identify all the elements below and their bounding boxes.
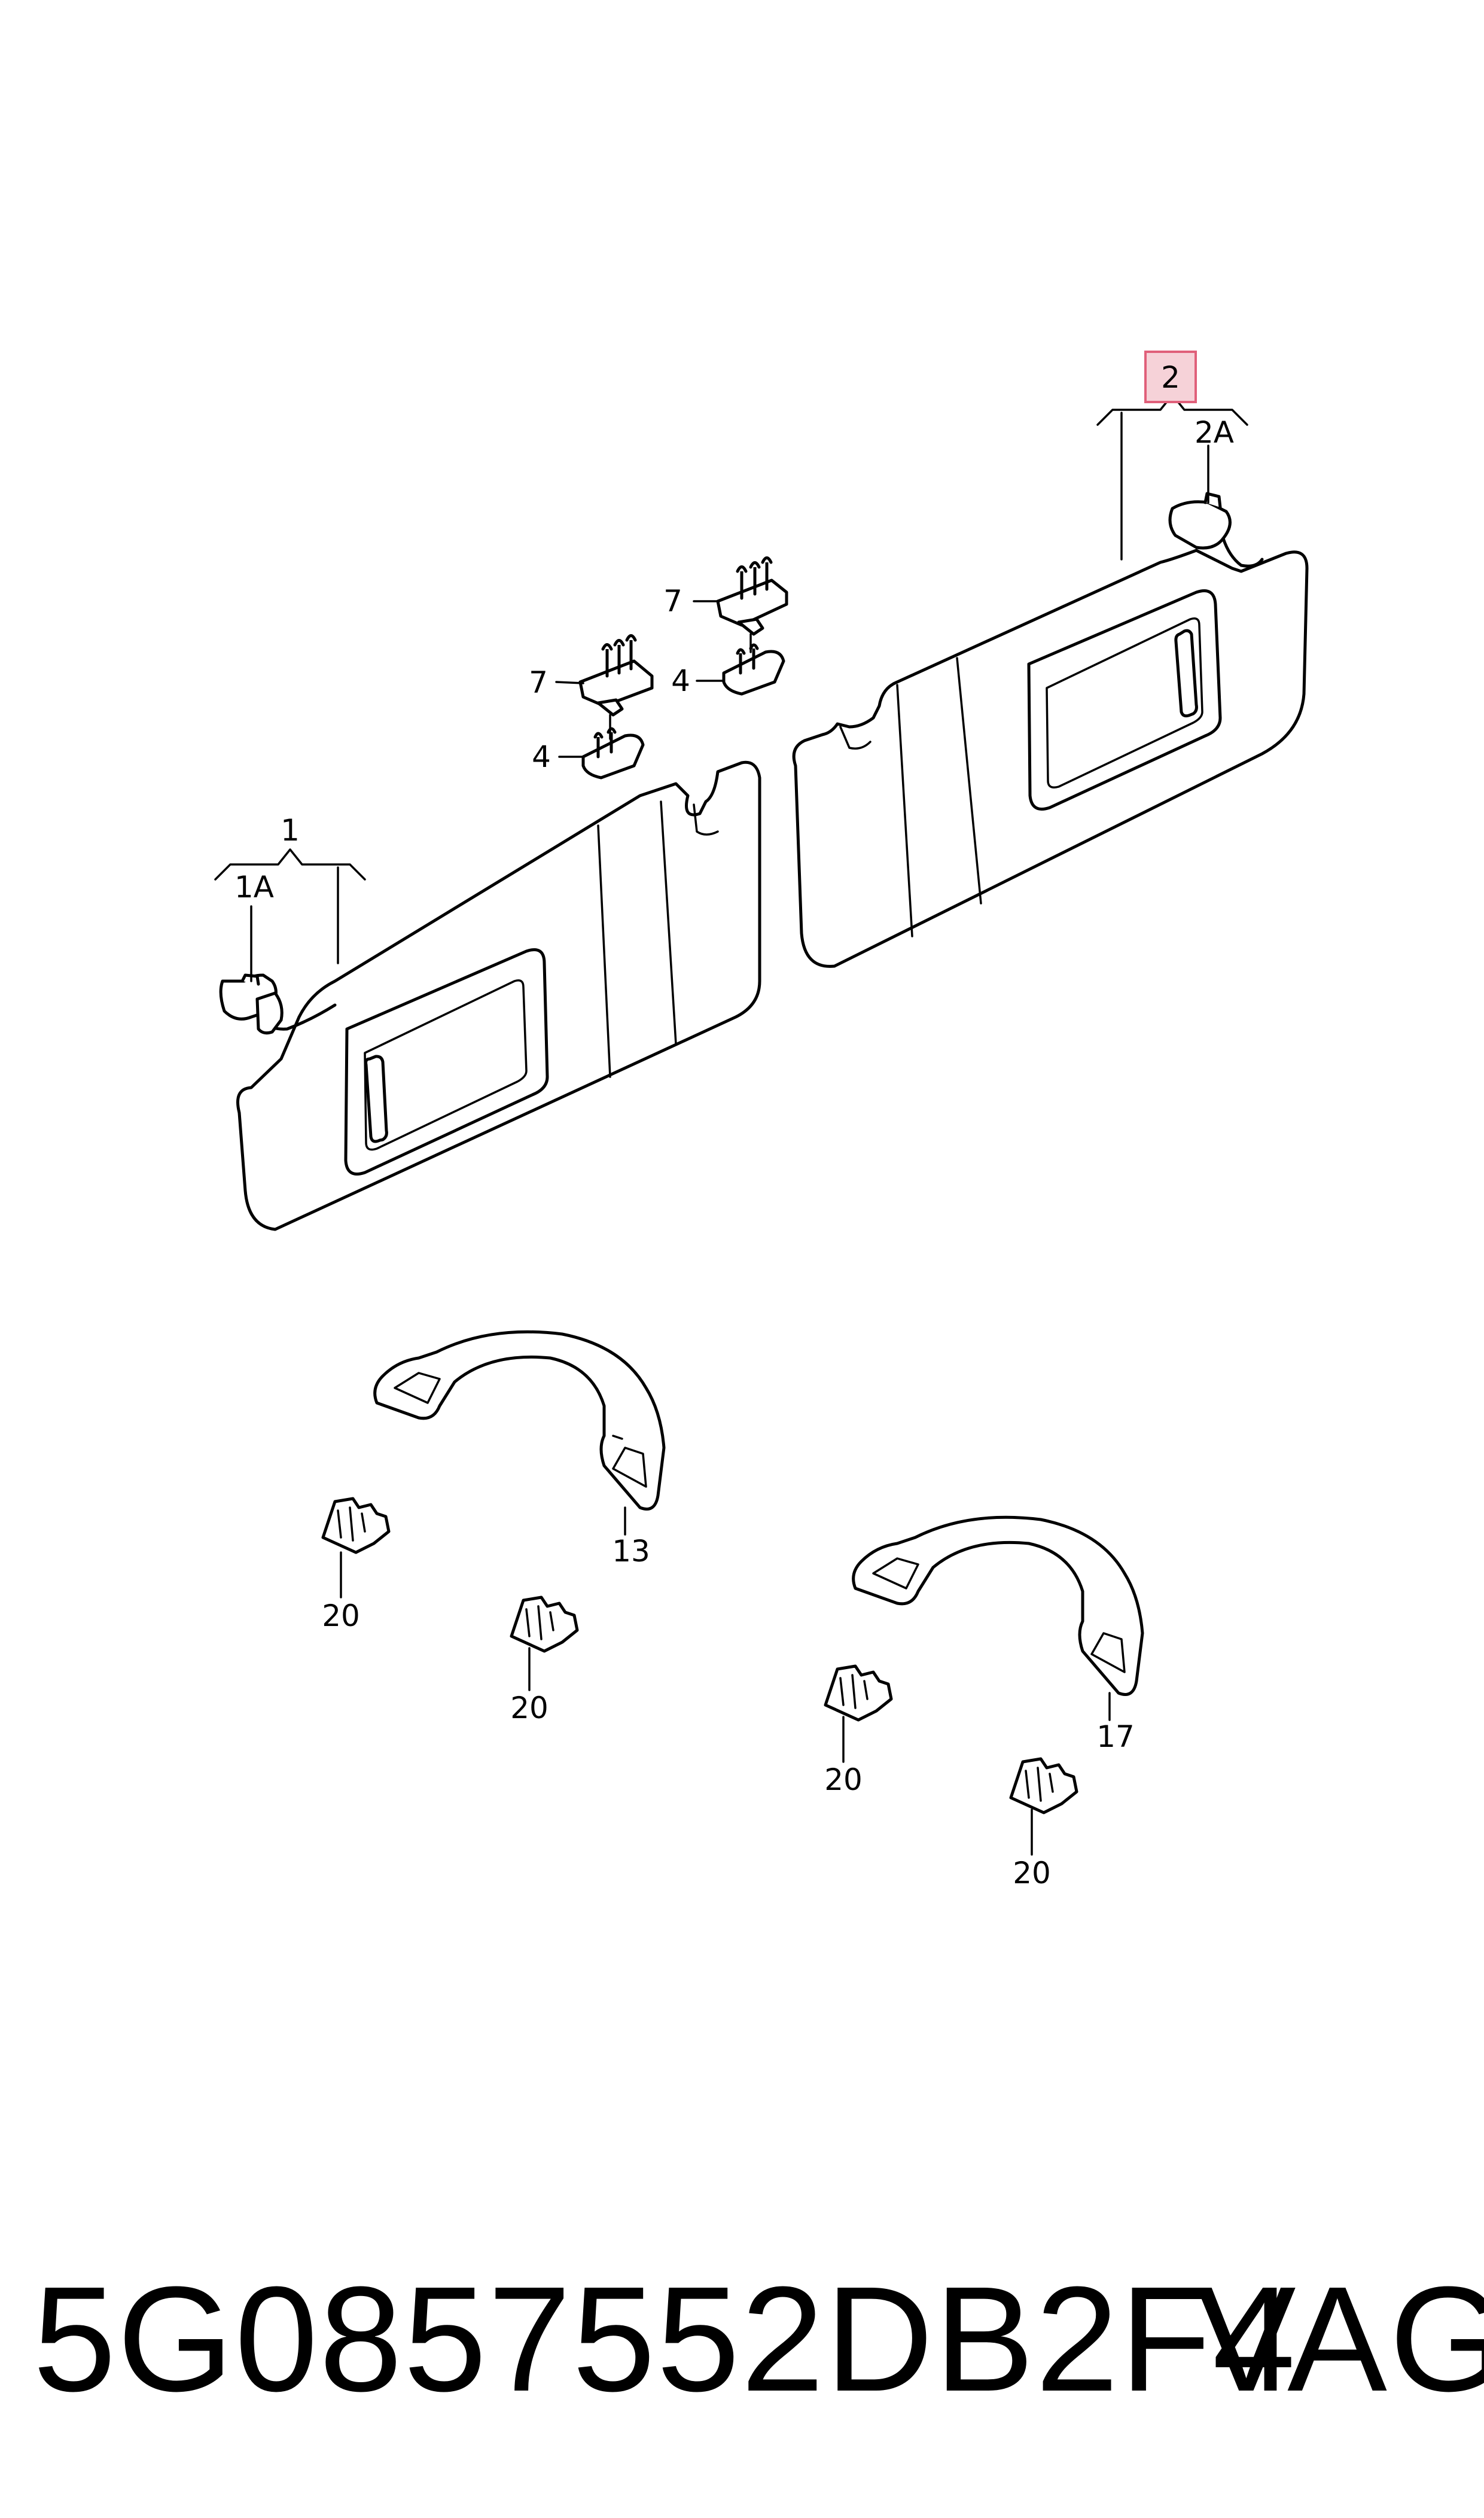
clip-20-b[interactable] <box>510 1596 579 1653</box>
callout-1: 1 <box>281 813 300 848</box>
footer: 5G0857552DB2F4 VAG <box>0 2249 1484 2429</box>
callout-7-right: 7 <box>663 584 682 619</box>
leader-lines <box>214 394 1248 1856</box>
clip-20-d[interactable] <box>1009 1757 1078 1814</box>
callout-13: 13 <box>612 1534 650 1569</box>
clip-20-a[interactable] <box>321 1497 391 1554</box>
brand-name: VAG <box>1196 2255 1484 2422</box>
callout-7-left: 7 <box>529 665 548 700</box>
clip-4-left[interactable] <box>581 727 645 780</box>
clip-7-left[interactable] <box>578 634 654 717</box>
callout-2a: 2A <box>1194 415 1234 450</box>
clip-7-right[interactable] <box>716 556 788 636</box>
clip-20-c[interactable] <box>824 1664 893 1722</box>
hinge-2a[interactable] <box>1168 492 1264 568</box>
hinge-1a[interactable] <box>219 973 284 1035</box>
callout-20-d: 20 <box>1013 1856 1051 1890</box>
callout-17: 17 <box>1096 1719 1135 1754</box>
callout-2[interactable]: 2 <box>1161 360 1180 395</box>
sun-visor-left[interactable] <box>236 760 761 1231</box>
callout-4-left: 4 <box>532 739 551 774</box>
sun-visor-right[interactable] <box>792 549 1309 968</box>
part-number: 5G0857552DB2F4 <box>33 2255 1297 2422</box>
grab-handle-17[interactable] <box>852 1515 1144 1696</box>
callout-20-a: 20 <box>322 1599 360 1633</box>
callout-2-highlight <box>1144 351 1197 403</box>
callout-1a: 1A <box>234 870 274 905</box>
clip-4-right[interactable] <box>722 643 785 696</box>
grab-handle-13[interactable] <box>373 1330 666 1511</box>
callout-20-c: 20 <box>824 1762 863 1797</box>
callout-4-right: 4 <box>671 663 690 698</box>
callout-20-b: 20 <box>510 1691 548 1725</box>
